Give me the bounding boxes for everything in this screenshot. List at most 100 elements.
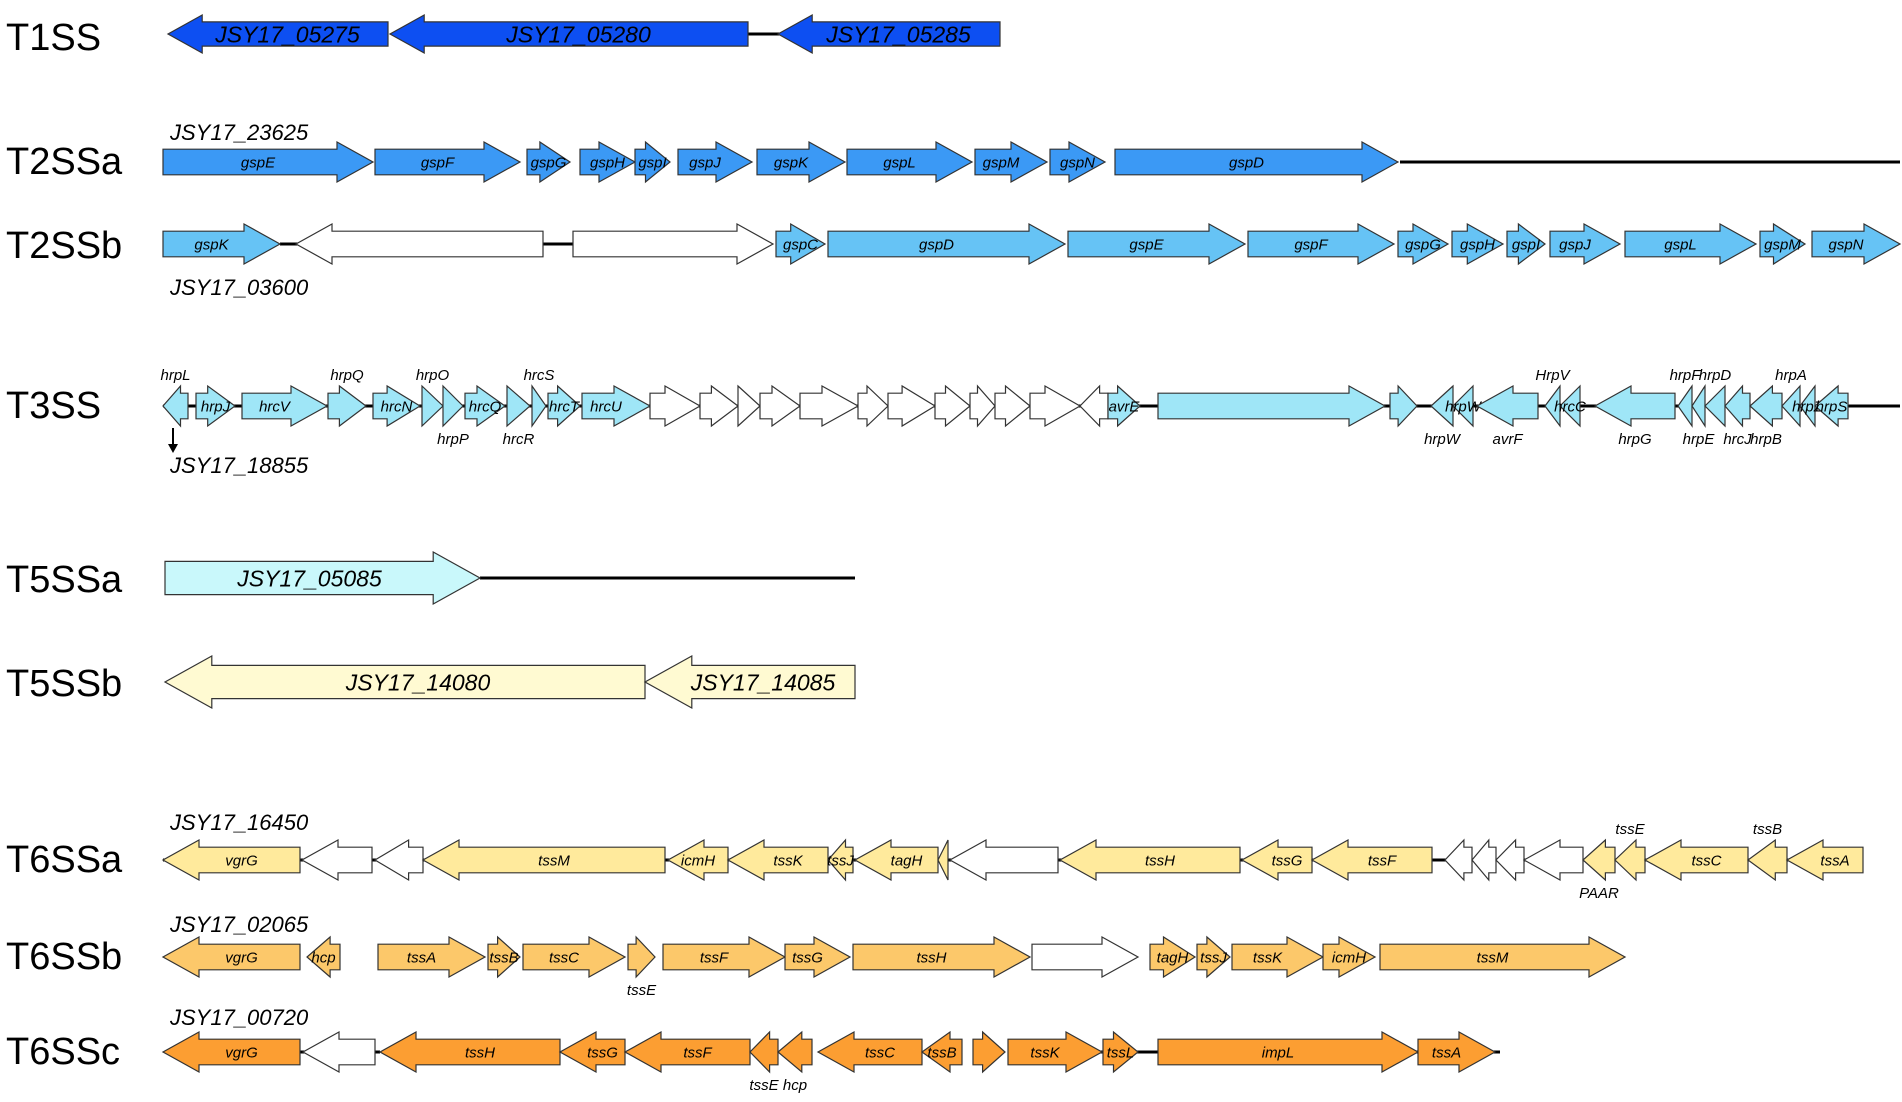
gene-arrow-jsy17-14085 — [643, 654, 856, 710]
gene-label: icmH — [1332, 949, 1366, 966]
gene-label: tagH — [1157, 949, 1189, 966]
gene-arrow-tsse — [749, 1030, 779, 1074]
gene-arrow-tssa — [1785, 838, 1864, 882]
system-label: T6SSa — [6, 839, 123, 881]
gene-arrow-unnamed — [1389, 384, 1418, 428]
gene-label: hrpQ — [330, 367, 364, 384]
gene-arrow-tssk — [726, 838, 829, 882]
gene-label: hrcQ — [469, 398, 502, 415]
gene-label: gspG — [531, 154, 567, 171]
gene-arrow-tssl — [1102, 1030, 1139, 1074]
gene-arrow-gspm — [1759, 222, 1807, 266]
gene-label: gspL — [883, 154, 916, 171]
gene-arrow-tagh — [1149, 935, 1197, 979]
gene-label: hrpW — [1424, 431, 1462, 448]
gene-arrow-hrps — [1814, 384, 1849, 428]
gene-arrow-tssf — [662, 935, 787, 979]
gene-arrow-tssb — [487, 935, 521, 979]
gene-label: tssA — [407, 949, 436, 966]
gene-arrow-gspj — [1549, 222, 1622, 266]
gene-arrow-hrcn — [372, 384, 422, 428]
gene-arrow-unnamed — [934, 384, 971, 428]
gene-arrow-unnamed — [1495, 838, 1525, 882]
gene-label: tssH — [917, 949, 947, 966]
gene-label: avrF — [1493, 431, 1524, 448]
gene-arrow-gspm — [974, 140, 1049, 184]
gene-label: tssG — [792, 949, 823, 966]
gene-arrow-tssf — [623, 1030, 751, 1074]
gene-label: gspM — [1764, 236, 1801, 253]
gene-arrow-unnamed — [1444, 838, 1473, 882]
gene-arrow-tssm — [421, 838, 666, 882]
gene-label: hrpD — [1699, 367, 1732, 384]
gene-arrow-unnamed — [1031, 935, 1140, 979]
gene-label: JSY17_14080 — [345, 669, 491, 695]
gene-arrow-tssb — [920, 1030, 963, 1074]
gene-arrow-gspk — [162, 222, 282, 266]
gene-arrow-paar — [1582, 838, 1616, 882]
gene-arrow-hrpe — [1691, 383, 1706, 429]
gene-label: hrcV — [259, 398, 292, 415]
gene-arrow-hrpp — [442, 384, 464, 428]
gene-arrow-unnamed — [857, 384, 889, 428]
gene-arrow-hrpb — [1749, 384, 1783, 428]
gene-label: vgrG — [225, 949, 258, 966]
gene-arrow-unnamed — [1029, 384, 1082, 428]
gene-arrow-icmh — [1322, 935, 1377, 979]
gene-arrow-gspg — [526, 140, 572, 184]
gene-label: hcp — [783, 1077, 807, 1094]
gene-arrow-gsph — [1451, 222, 1505, 266]
gene-label: tssB — [927, 1044, 956, 1061]
gene-label: hrpJ — [201, 398, 231, 415]
gene-arrow-hrcc — [1559, 384, 1581, 428]
gene-label: JSY17_14085 — [690, 669, 836, 695]
gene-label: vgrG — [225, 852, 258, 869]
system-label: T5SSa — [6, 559, 123, 601]
locus-tag: JSY17_23625 — [169, 120, 309, 145]
gene-arrow-jsy17-05085 — [164, 550, 482, 606]
gene-label: tssM — [538, 852, 570, 869]
system-label: T2SSa — [6, 141, 123, 183]
gene-arrow-unnamed — [373, 838, 424, 882]
gene-label: tssC — [865, 1044, 895, 1061]
gene-label: hrpB — [1750, 431, 1782, 448]
gene-label: tssJ — [1200, 949, 1227, 966]
gene-arrow-tssa — [377, 935, 487, 979]
gene-label: gspD — [1229, 154, 1264, 171]
gene-arrow-tssm — [1379, 935, 1627, 979]
gene-arrow-gspc — [775, 222, 827, 266]
gene-label: JSY17_05275 — [214, 21, 360, 47]
gene-label: avrE — [1109, 398, 1141, 415]
gene-arrow-gspg — [1397, 222, 1450, 266]
gene-arrow-unnamed — [1157, 384, 1387, 428]
gene-label: tssK — [1253, 949, 1283, 966]
gene-arrow-gspn — [1049, 140, 1107, 184]
gene-label: hrpF — [1670, 367, 1702, 384]
gene-arrow-gspe — [1067, 222, 1247, 266]
gene-arrow-gspd — [827, 222, 1067, 266]
gene-arrow-gsph — [579, 140, 637, 184]
gene-arrow-tssh — [852, 935, 1032, 979]
gene-label: tssC — [1692, 852, 1722, 869]
gene-label: hrcU — [590, 398, 622, 415]
gene-label: tssC — [549, 949, 579, 966]
gene-arrow-avre — [1107, 384, 1141, 428]
gene-arrow-unnamed — [301, 1030, 376, 1074]
gene-arrow-hrcq — [464, 384, 507, 428]
gene-label: gspN — [1828, 236, 1863, 253]
gene-arrow-gspe — [162, 140, 375, 184]
gene-label: icmH — [681, 852, 715, 869]
gene-arrow-vgrg — [161, 935, 301, 979]
gene-label: hrcS — [524, 367, 555, 384]
locus-tag: JSY17_03600 — [169, 275, 309, 300]
gene-label: hrpG — [1618, 431, 1652, 448]
gene-label: gspF — [421, 154, 455, 171]
gene-label: gspI — [1512, 236, 1540, 253]
gene-label: tssG — [1272, 852, 1303, 869]
